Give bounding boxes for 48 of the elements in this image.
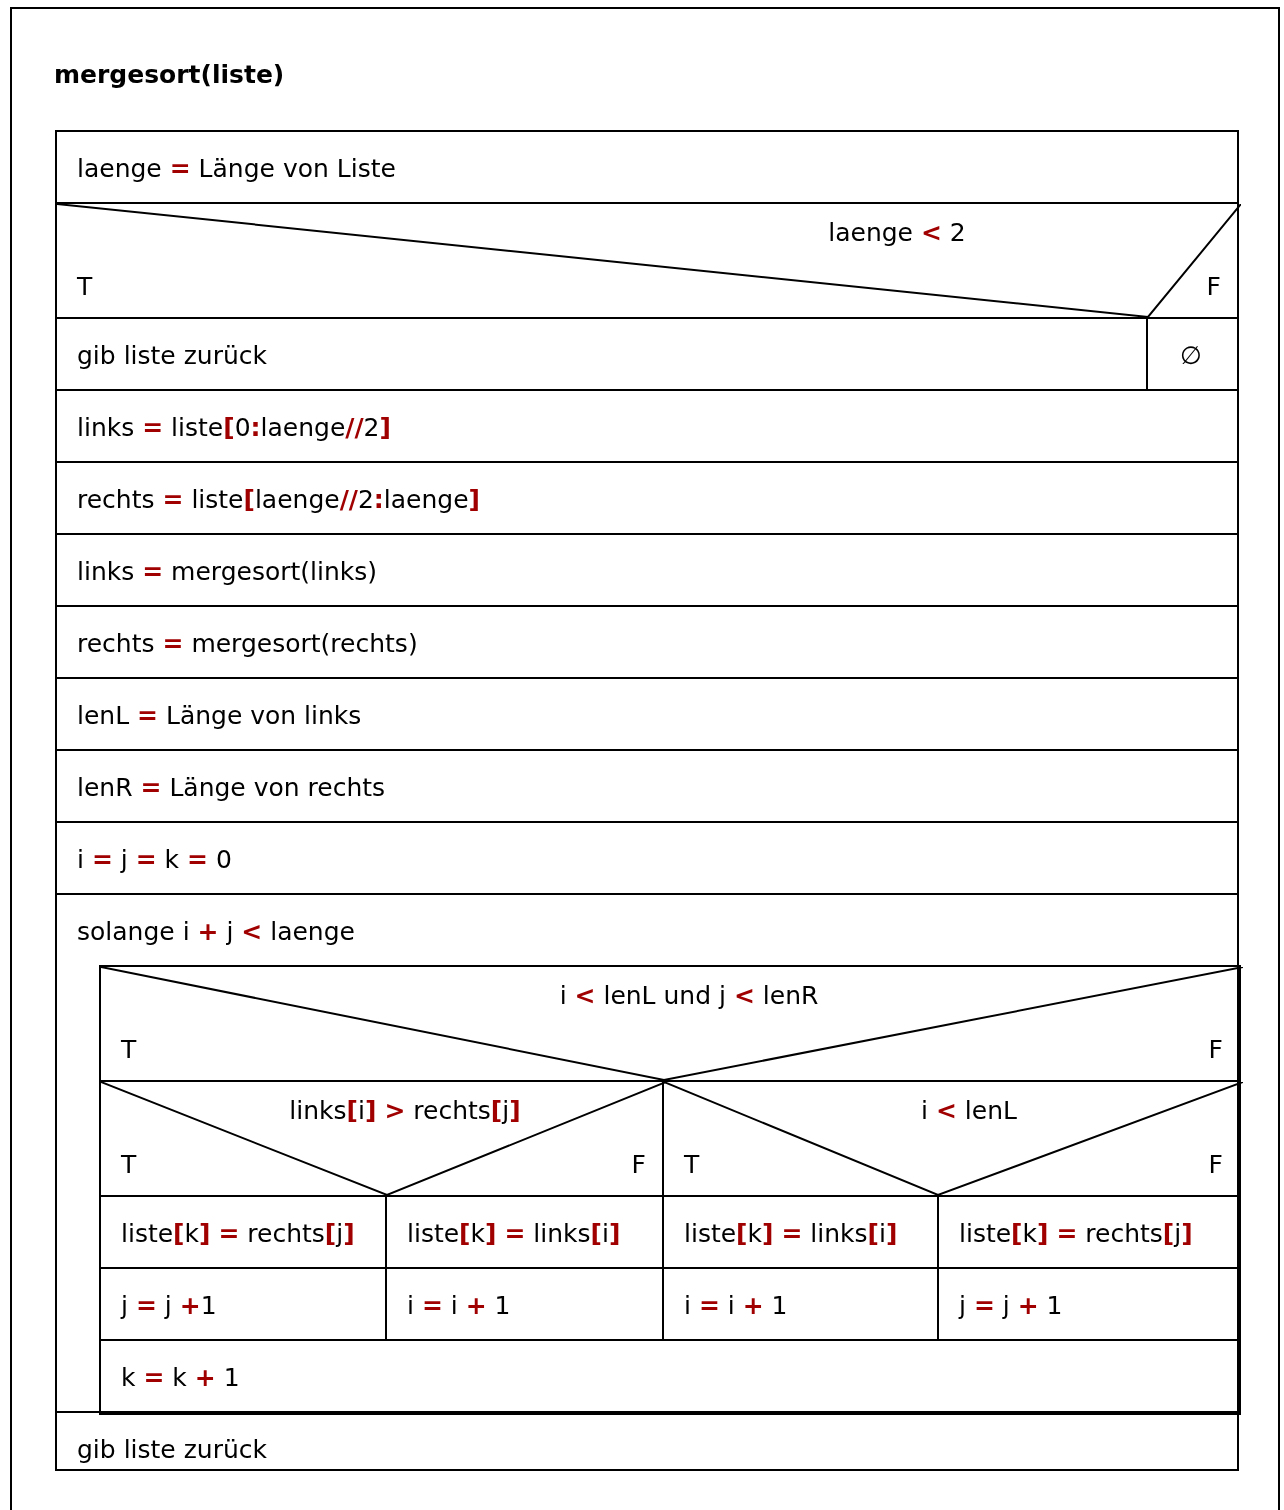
empty-set-symbol: ∅ [1180, 341, 1202, 370]
statement-text: i = i + 1 [684, 1291, 788, 1320]
true-label: T [121, 1035, 137, 1064]
false-label: F [1208, 1150, 1223, 1179]
statement-text: liste[k] = rechts[j] [959, 1219, 1193, 1248]
statement-block [55, 677, 1239, 751]
false-label: F [1208, 1035, 1223, 1064]
loop-condition: solange i + j < laenge [77, 917, 355, 946]
statement-text: laenge = Länge von Liste [77, 154, 396, 183]
statement-text: k = k + 1 [121, 1363, 240, 1392]
statement-block [55, 533, 1239, 607]
true-label: T [77, 272, 93, 301]
statement-block [55, 1411, 1239, 1471]
statement-block [55, 749, 1239, 823]
statement-text: liste[k] = links[i] [684, 1219, 898, 1248]
statement-text: lenR = Länge von rechts [77, 773, 386, 802]
statement-block [55, 389, 1239, 463]
statement-block [99, 1339, 1241, 1415]
statement-text: links = mergesort(links) [77, 557, 378, 586]
statement-block [55, 130, 1239, 204]
decision-block [99, 965, 1241, 1082]
statement-text: rechts = liste[laenge//2:laenge] [77, 485, 481, 514]
condition-text: i < lenL [921, 1096, 1017, 1125]
decision-block [662, 1080, 1241, 1197]
true-label: T [684, 1150, 700, 1179]
condition-text: links[i] > rechts[j] [289, 1096, 521, 1125]
statement-text: rechts = mergesort(rechts) [77, 629, 418, 658]
statement-text: lenL = Länge von links [77, 701, 362, 730]
decision-block [99, 1080, 664, 1197]
statement-text: j = j + 1 [959, 1291, 1063, 1320]
condition-text: i < lenL und j < lenR [559, 981, 819, 1010]
statement-text: gib liste zurück [77, 1435, 267, 1464]
condition-text: laenge < 2 [828, 218, 966, 247]
decision-block [55, 202, 1239, 319]
statement-text: liste[k] = rechts[j] [121, 1219, 355, 1248]
statement-text: links = liste[0:laenge//2] [77, 413, 391, 442]
statement-block [55, 605, 1239, 679]
diagram-title: mergesort(liste) [54, 60, 285, 89]
true-label: T [121, 1150, 137, 1179]
statement-block [55, 821, 1239, 895]
statement-text: j = j +1 [121, 1291, 217, 1320]
statement-block [55, 461, 1239, 535]
statement-text: liste[k] = links[i] [407, 1219, 621, 1248]
false-label: F [1206, 272, 1221, 301]
statement-text: gib liste zurück [77, 341, 267, 370]
statement-text: i = i + 1 [407, 1291, 511, 1320]
statement-text: i = j = k = 0 [77, 845, 232, 874]
false-label: F [631, 1150, 646, 1179]
